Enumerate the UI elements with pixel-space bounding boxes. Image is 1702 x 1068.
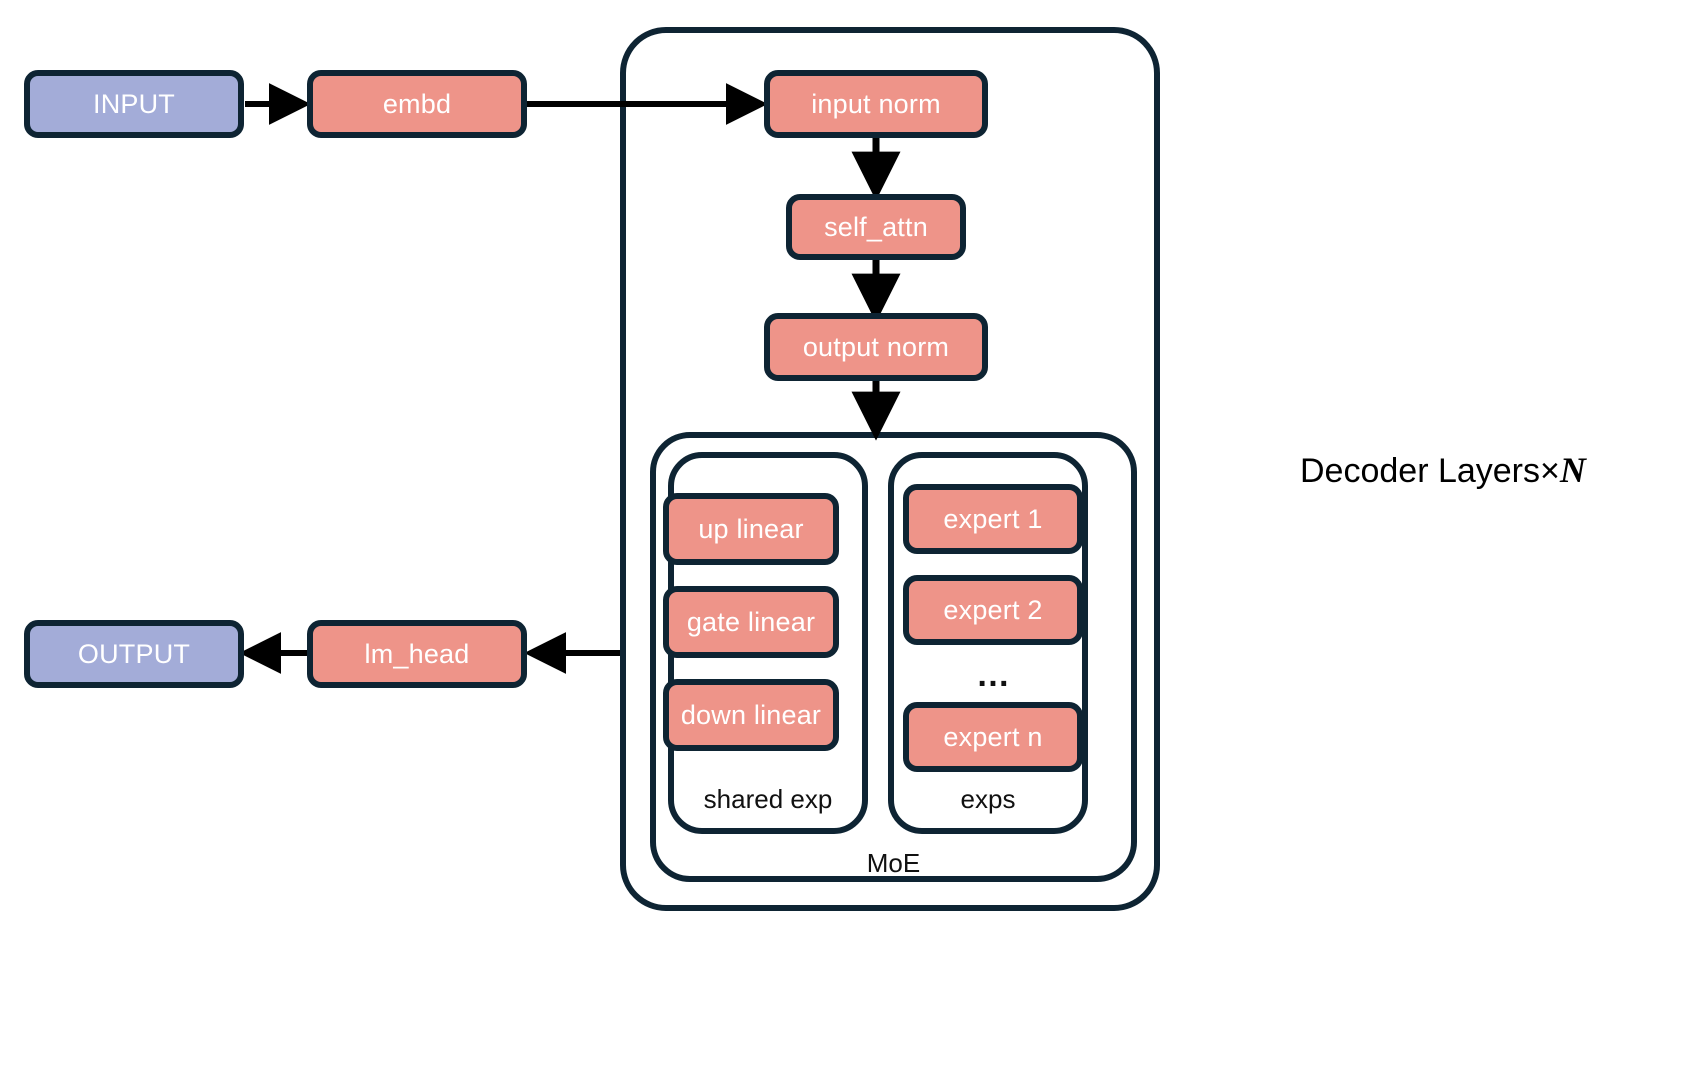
experts-label: exps <box>960 784 1016 814</box>
node-output[interactable]: OUTPUT <box>24 620 244 688</box>
node-output-norm[interactable]: output norm <box>764 313 988 381</box>
decoder-layers-count-variable: N <box>1559 450 1586 490</box>
moe-label: MoE <box>866 848 921 878</box>
experts-ellipsis: … <box>976 656 1013 694</box>
node-input[interactable]: INPUT <box>24 70 244 138</box>
node-input-norm[interactable]: input norm <box>764 70 988 138</box>
node-gate-linear[interactable]: gate linear <box>663 586 839 658</box>
node-lm-head[interactable]: lm_head <box>307 620 527 688</box>
node-expert-2[interactable]: expert 2 <box>903 575 1083 645</box>
node-expert-n[interactable]: expert n <box>903 702 1083 772</box>
decoder-layers-container <box>620 27 1160 911</box>
node-down-linear[interactable]: down linear <box>663 679 839 751</box>
node-self-attn[interactable]: self_attn <box>786 194 966 260</box>
node-up-linear[interactable]: up linear <box>663 493 839 565</box>
node-embd[interactable]: embd <box>307 70 527 138</box>
decoder-layers-caption-text: Decoder Layers× <box>1300 452 1560 490</box>
experts-container <box>888 452 1088 834</box>
shared-expert-label: shared exp <box>703 784 833 814</box>
node-expert-1[interactable]: expert 1 <box>903 484 1083 554</box>
decoder-layers-caption: Decoder Layers×N <box>1300 452 1586 488</box>
